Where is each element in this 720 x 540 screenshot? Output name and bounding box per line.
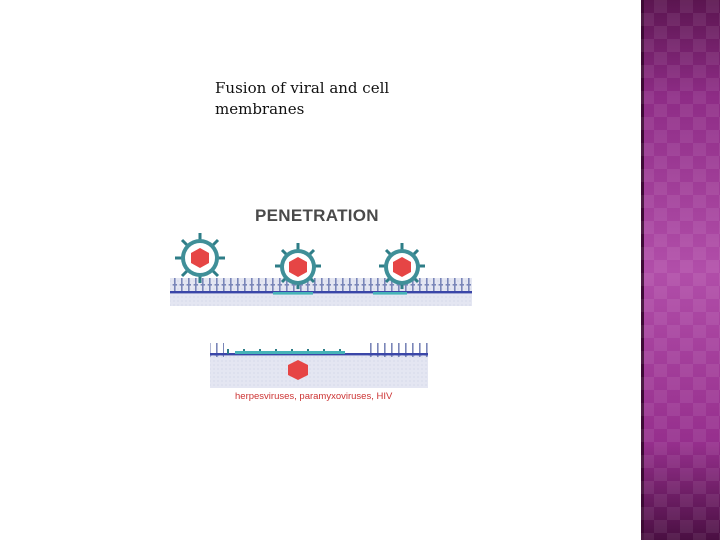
caption-line-1: Fusion of viral and cell	[215, 79, 390, 97]
cell-membrane-top	[170, 278, 472, 306]
capsid-released	[288, 360, 308, 380]
virus-merging	[379, 243, 425, 289]
penetration-diagram: PENETRATION	[165, 200, 480, 410]
diagram-subtitle: herpesviruses, paramyxoviruses, HIV	[235, 391, 393, 402]
virus-fusing	[275, 243, 321, 289]
caption-line-2: membranes	[215, 100, 305, 118]
cell-membrane-bottom	[210, 343, 428, 388]
decorative-side-panel	[641, 0, 720, 540]
diamond-pattern	[641, 0, 720, 540]
diagram-title: PENETRATION	[255, 206, 379, 225]
penetration-diagram-svg: PENETRATION	[170, 206, 472, 402]
slide-caption: Fusion of viral and cell membranes	[215, 78, 435, 120]
virus-attached	[175, 233, 225, 283]
